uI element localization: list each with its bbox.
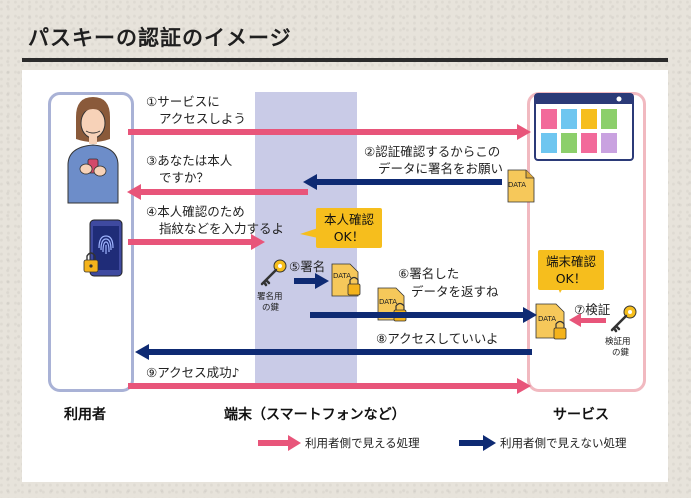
request-data-label: DATA — [508, 181, 527, 189]
verify-key-line2: の鍵 — [612, 348, 630, 358]
service-website-icon — [534, 93, 634, 161]
signing-key-line2: の鍵 — [262, 303, 280, 313]
signing-key-icon — [260, 259, 287, 287]
title-divider — [22, 58, 668, 62]
step6-text-line1: ⑥署名した — [398, 266, 460, 281]
page-title: パスキーの認証のイメージ — [28, 26, 292, 50]
step4-text-line1: ④本人確認のため — [146, 204, 245, 219]
arrow-step4 — [128, 234, 265, 250]
legend-hidden-text: 利用者側で見えない処理 — [500, 436, 627, 450]
step3-text-line1: ③あなたは本人 — [146, 153, 233, 168]
user-lane-label: 利用者 — [64, 407, 106, 423]
step1-text-line2: アクセスしよう — [159, 111, 246, 126]
step1-text-line1: ①サービスに — [146, 94, 220, 109]
signed-data-label: DATA — [333, 272, 352, 280]
service-lane-label: サービス — [553, 407, 609, 423]
step2-text-line2: データに署名をお願い — [378, 161, 504, 176]
device-lane-label: 端末（スマートフォンなど） — [224, 407, 406, 423]
arrow-step6 — [310, 307, 537, 323]
identity-ok-line1: 本人確認 — [323, 212, 374, 227]
returned-data-label: DATA — [379, 298, 398, 306]
device-ok-line2: OK！ — [555, 271, 587, 286]
legend-visible-text: 利用者側で見える処理 — [305, 436, 420, 450]
step9-text: ⑨アクセス成功♪ — [146, 365, 240, 380]
arrow-step3 — [127, 184, 308, 200]
step5-text: ⑤署名 — [289, 259, 326, 274]
identity-ok-bubble: 本人確認 OK！ — [316, 208, 382, 248]
step2-text-line1: ②認証確認するからこの — [364, 144, 501, 159]
step4-text-line2: 指紋などを入力するよ — [159, 221, 285, 236]
arrow-step9 — [128, 378, 531, 394]
signing-key-line1: 署名用 — [257, 292, 283, 302]
legend-visible-arrow — [258, 435, 301, 451]
arrow-step5 — [294, 273, 329, 289]
verify-key-line1: 検証用 — [605, 337, 631, 347]
arrow-step1 — [128, 124, 531, 140]
user-person-icon — [67, 97, 119, 204]
bubble-tail-identity — [300, 228, 318, 238]
step7-text: ⑦検証 — [574, 302, 611, 317]
step8-text: ⑧アクセスしていいよ — [376, 331, 499, 346]
fingerprint-phone-icon — [83, 219, 123, 277]
arrow-step8 — [135, 344, 532, 360]
device-ok-line1: 端末確認 — [545, 254, 596, 269]
step3-text-line2: ですか？ — [159, 170, 210, 185]
verify-data-icon — [535, 303, 567, 340]
step6-text-line2: データを返すね — [411, 284, 499, 299]
arrow-step7 — [569, 313, 606, 327]
arrow-step2 — [303, 174, 502, 190]
verify-key-icon — [610, 305, 637, 333]
verify-data-label: DATA — [538, 315, 557, 323]
device-ok-bubble: 端末確認 OK！ — [538, 250, 604, 290]
identity-ok-line2: OK！ — [333, 229, 365, 244]
signed-data-icon — [331, 263, 361, 297]
request-data-icon — [507, 169, 535, 203]
legend-hidden-arrow — [459, 435, 496, 451]
